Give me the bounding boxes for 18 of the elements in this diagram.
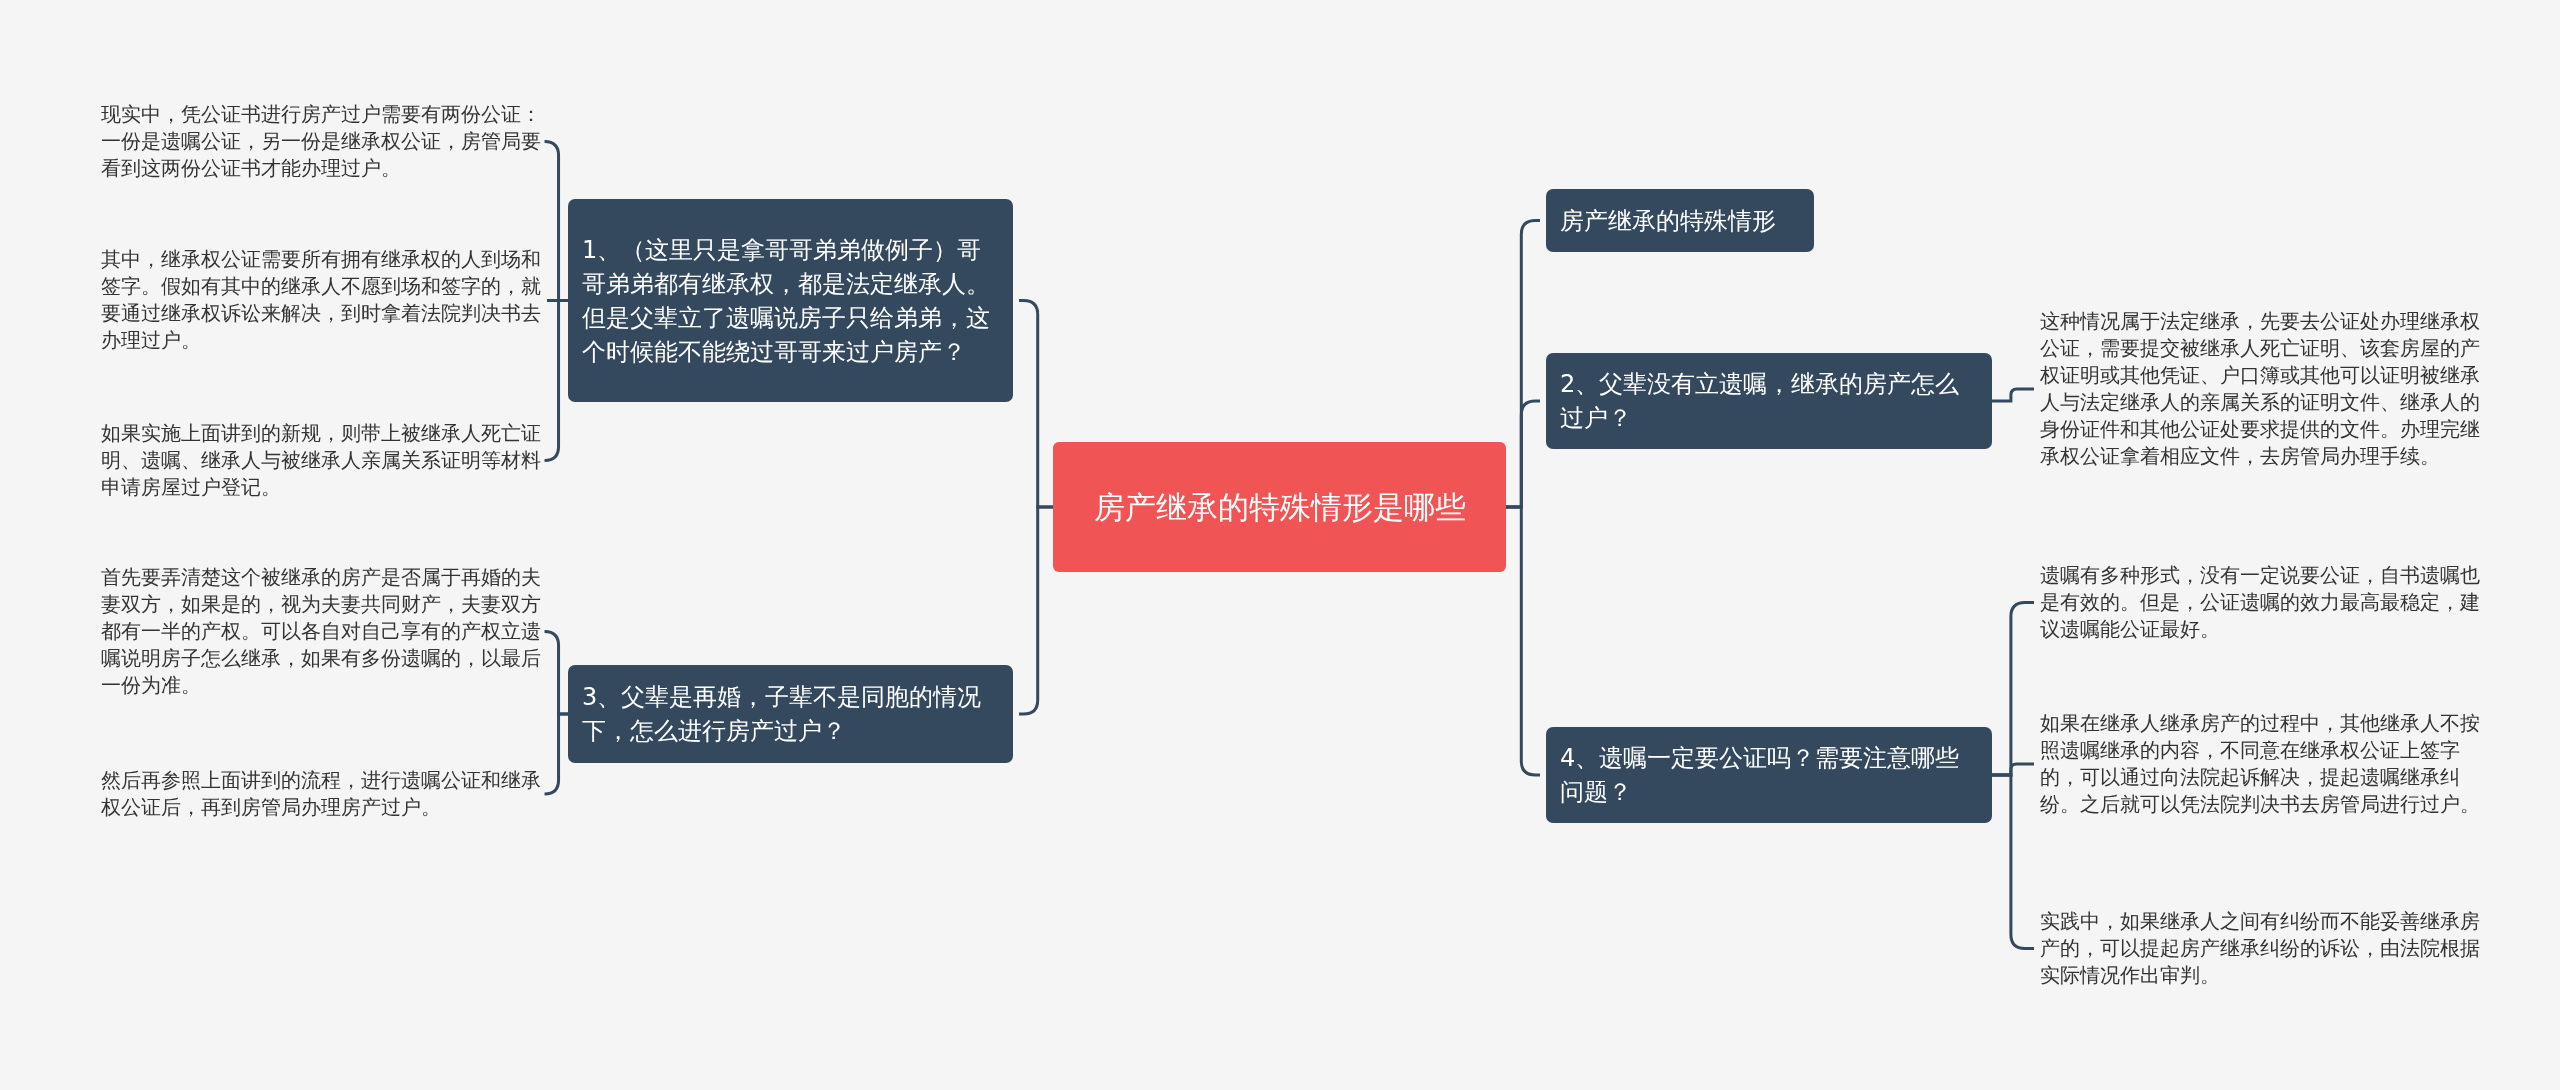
topic-box: 3、父辈是再婚，子辈不是同胞的情况下，怎么进行房产过户？ <box>568 665 1013 763</box>
topic-box: 1、（这里只是拿哥哥弟弟做例子）哥哥弟弟都有继承权，都是法定继承人。但是父辈立了遗嘱说房子只给弟弟，这个时候能不能绕过哥哥来过户房产？ <box>568 199 1013 402</box>
connector-line <box>543 712 568 796</box>
topic-box: 2、父辈没有立遗嘱，继承的房产怎么过户？ <box>1546 353 1992 449</box>
note-text: 如果实施上面讲到的新规，则带上被继承人死亡证明、遗嘱、继承人与被继承人亲属关系证明等材料申请房屋过户登记。 <box>101 420 541 501</box>
connector-line <box>1992 387 2034 403</box>
note-text: 实践中，如果继承人之间有纠纷而不能妥善继承房产的，可以提起房产继承纠纷的诉讼，由法院根据实际情况作出审判。 <box>2040 908 2480 989</box>
note-text: 其中，继承权公证需要所有拥有继承权的人到场和签字。假如有其中的继承人不愿到场和签字的，就要通过继承权诉讼来解决，到时拿着法院判决书去办理过户。 <box>101 246 541 354</box>
connector-line <box>543 299 568 462</box>
note-text: 现实中，凭公证书进行房产过户需要有两份公证：一份是遗嘱公证，另一份是继承权公证，房管局要看到这两份公证书才能办理过户。 <box>101 101 541 182</box>
note-text: 如果在继承人继承房产的过程中，其他继承人不按照遗嘱继承的内容，不同意在继承权公证上签字的，可以通过向法院起诉解决，提起遗嘱继承纠纷。之后就可以凭法院判决书去房管局进行过户。 <box>2040 710 2480 818</box>
note-text: 首先要弄清楚这个被继承的房产是否属于再婚的夫妻双方，如果是的，视为夫妻共同财产，夫妻双方都有一半的产权。可以各自对自己享有的产权立遗嘱说明房子怎么继承，如果有多份遗嘱的，以最后一份为准。 <box>101 564 541 699</box>
note-text: 这种情况属于法定继承，先要去公证处办理继承权公证，需要提交被继承人死亡证明、该套房屋的产权证明或其他凭证、户口簿或其他可以证明被继承人与法定继承人的亲属关系的证明文件、继承人的身份证件和其他公证处要求提供的文件。办理完继承权公证拿着相应文件，去房管局办理手续。 <box>2040 308 2480 470</box>
central-topic-box: 房产继承的特殊情形是哪些 <box>1053 442 1506 572</box>
topic-box: 4、遗嘱一定要公证吗？需要注意哪些问题？ <box>1546 727 1992 823</box>
topic-box: 房产继承的特殊情形 <box>1546 189 1814 252</box>
note-text: 然后再参照上面讲到的流程，进行遗嘱公证和继承权公证后，再到房管局办理房产过户。 <box>101 767 541 821</box>
note-text: 遗嘱有多种形式，没有一定说要公证，自书遗嘱也是有效的。但是，公证遗嘱的效力最高最稳定，建议遗嘱能公证最好。 <box>2040 562 2480 643</box>
